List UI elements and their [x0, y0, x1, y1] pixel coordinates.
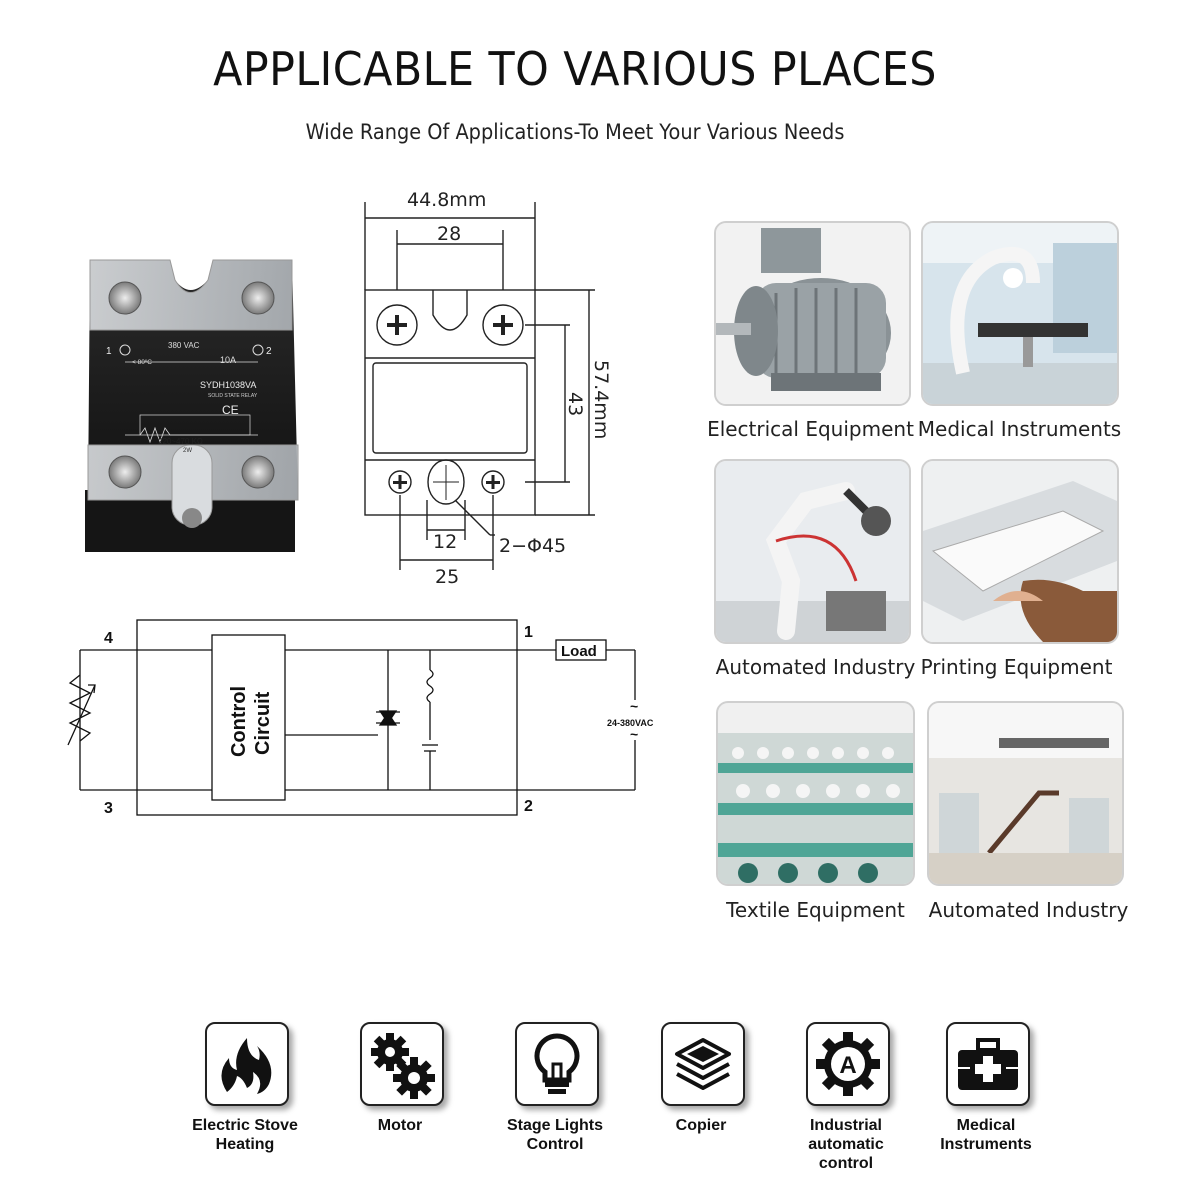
- application-photo-medical: [921, 221, 1119, 406]
- relay-voltage-label: 380 VAC: [168, 341, 200, 350]
- application-photo-textile: [716, 701, 915, 886]
- circuit-control-line1: Control: [228, 686, 250, 757]
- caption-medical-instruments: Medical Instruments: [917, 417, 1122, 441]
- circuit-terminal-3: 3: [104, 800, 113, 817]
- page-title: APPLICABLE TO VARIOUS PLACES: [213, 42, 937, 96]
- relay-terminal-1: 1: [106, 346, 112, 357]
- circuit-load-label: Load: [561, 643, 597, 660]
- icon-label-copier: Copier: [675, 1117, 727, 1134]
- circuit-tilde-top: ~: [630, 698, 638, 714]
- svg-text:A: A: [839, 1052, 856, 1079]
- relay-current-label: 10A: [220, 355, 236, 365]
- relay-temp-label: < 80ºC: [132, 359, 152, 366]
- flame-icon: [205, 1022, 289, 1106]
- caption-printing-equipment: Printing Equipment: [920, 655, 1113, 679]
- circuit-supply-label: 24-380VAC: [607, 718, 654, 728]
- relay-terminal-2: 2: [266, 346, 272, 357]
- relay-power-label: 2W: [183, 448, 192, 454]
- dim-bottom-spacing: 12: [433, 531, 457, 553]
- circuit-control-line2: Circuit: [252, 691, 274, 755]
- dim-hole-spec: 2−Φ45: [499, 535, 566, 557]
- automation-gear-icon: A: [806, 1022, 890, 1106]
- caption-electrical-equipment: Electrical Equipment: [707, 417, 914, 441]
- caption-automated-industry-2: Automated Industry: [928, 898, 1129, 922]
- dimension-drawing: 44.8mm 28 57.4mm 43 12 2−Φ45 25: [355, 180, 620, 590]
- dim-width-total: 44.8mm: [407, 189, 486, 211]
- relay-resistance-label: 220~470 KΩ: [158, 437, 203, 446]
- dim-height-holes: 43: [564, 392, 586, 416]
- dim-width-holes: 28: [437, 223, 461, 245]
- gears-icon: [360, 1022, 444, 1106]
- application-photo-copier: [921, 459, 1119, 644]
- page-subtitle: Wide Range Of Applications-To Meet Your …: [305, 120, 845, 144]
- application-photo-motor: [714, 221, 911, 406]
- dim-height-total: 57.4mm: [590, 360, 612, 439]
- medical-kit-icon: [946, 1022, 1030, 1106]
- relay-ce-mark: CE: [222, 403, 239, 417]
- application-photo-robot: [714, 459, 911, 644]
- relay-model: SYDH1038VA: [200, 380, 256, 390]
- caption-textile-equipment: Textile Equipment: [726, 898, 905, 922]
- relay-product-image: 380 VAC 1 2 < 80ºC 10A SYDH1038VA SOLID …: [80, 250, 305, 555]
- circuit-tilde-bottom: ~: [630, 726, 638, 742]
- lightbulb-icon: [515, 1022, 599, 1106]
- circuit-diagram: 4 1 3 2 Load Control Circuit ~ 24-380VAC…: [60, 615, 680, 825]
- icon-label-motor: Motor: [377, 1117, 423, 1134]
- circuit-terminal-4: 4: [104, 630, 113, 647]
- relay-type-label: SOLID STATE RELAY: [208, 393, 258, 399]
- caption-automated-industry-1: Automated Industry: [715, 655, 916, 679]
- layers-icon: [661, 1022, 745, 1106]
- dim-bottom-width: 25: [435, 566, 459, 588]
- application-photo-interior: [927, 701, 1124, 886]
- circuit-terminal-2: 2: [524, 798, 533, 815]
- circuit-terminal-1: 1: [524, 624, 533, 641]
